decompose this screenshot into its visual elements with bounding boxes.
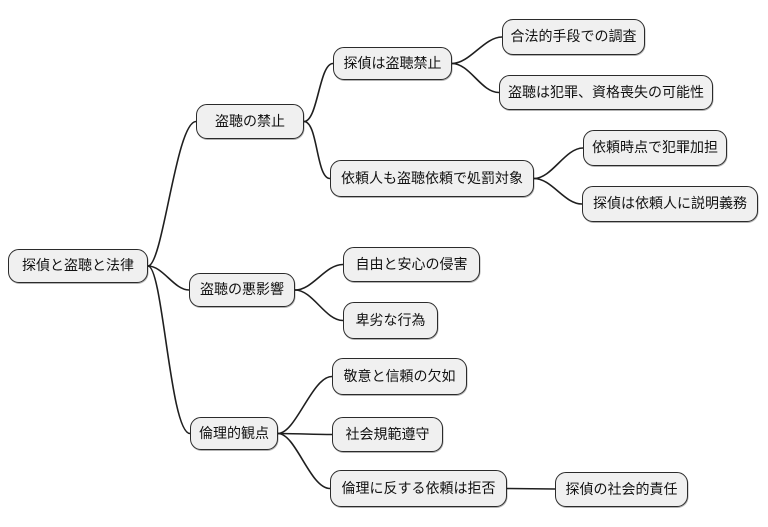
edge-harm-to-freedom-violation [294, 263, 344, 291]
edge-refuse-requests-to-social-responsibility [506, 487, 556, 490]
edge-ethics-to-refuse-requests [277, 432, 331, 490]
node-wiretap-harm: 盗聴の悪影響 [189, 273, 295, 307]
node-detective-social-responsibility: 探偵の社会的責任 [555, 472, 688, 507]
edge-ethics-to-lack-respect-trust [277, 375, 333, 435]
edge-prohibition-to-client-punishment [303, 120, 331, 180]
edge-detective-ban-to-crime-disqualification [451, 62, 500, 94]
edge-prohibition-to-detective-ban [303, 62, 334, 123]
edge-root-to-ethics [147, 265, 191, 435]
node-detective-wiretap-ban: 探偵は盗聴禁止 [333, 47, 452, 80]
node-duty-to-explain-to-client: 探偵は依頼人に説明義務 [582, 186, 758, 222]
node-wiretap-crime-disqualification: 盗聴は犯罪、資格喪失の可能性 [499, 75, 713, 110]
node-crime-complicity-at-request: 依頼時点で犯罪加担 [583, 130, 727, 166]
node-freedom-security-violation: 自由と安心の侵害 [343, 247, 480, 282]
edge-harm-to-despicable-act [294, 289, 344, 322]
node-wiretap-prohibition: 盗聴の禁止 [196, 104, 304, 139]
node-legal-means-investigation: 合法的手段での調査 [502, 19, 645, 55]
node-client-punishment: 依頼人も盗聴依頼で処罰対象 [330, 160, 534, 197]
edge-client-punishment-to-duty-to-explain [533, 177, 583, 205]
edge-ethics-to-social-norms [277, 432, 333, 436]
edge-client-punishment-to-crime-complicity [533, 147, 584, 180]
edge-root-to-wiretap-prohibition [147, 120, 197, 267]
edge-root-to-wiretap-harm [147, 265, 190, 291]
node-lack-of-respect-trust: 敬意と信頼の欠如 [332, 358, 467, 395]
node-social-norm-compliance: 社会規範遵守 [332, 417, 443, 452]
node-refuse-unethical-requests: 倫理に反する依頼は拒否 [330, 470, 507, 507]
node-ethical-perspective: 倫理的観点 [190, 417, 278, 450]
edge-detective-ban-to-legal-investigation [451, 36, 503, 65]
node-root-detective-wiretapping-law: 探偵と盗聴と法律 [8, 249, 148, 283]
node-despicable-act: 卑劣な行為 [343, 302, 438, 339]
